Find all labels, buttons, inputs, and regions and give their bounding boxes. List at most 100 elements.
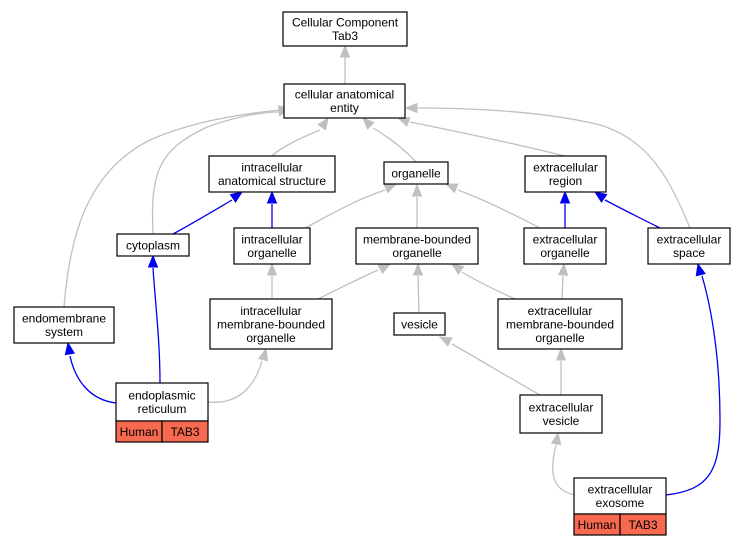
- node-box: [282, 11, 408, 47]
- arrowhead: [550, 431, 562, 446]
- edge-line: [271, 129, 321, 157]
- arrowhead: [555, 347, 567, 361]
- node-label-line: extracellular: [657, 233, 722, 247]
- edge-line: [561, 275, 564, 300]
- arrowhead: [383, 183, 398, 194]
- node-label-line: organelle: [391, 166, 441, 180]
- edge-ev-to-vesicle: [438, 336, 541, 396]
- arrowhead: [411, 183, 423, 197]
- edge-organelle-to-cae: [362, 117, 417, 163]
- node-cytoplasm[interactable]: cytoplasm: [116, 233, 190, 257]
- node-label-line: organelle: [247, 246, 297, 260]
- edge-io-to-ias: [266, 190, 278, 228]
- node-box: [523, 227, 607, 265]
- edge-cytoplasm-to-ias: [172, 191, 244, 235]
- arrowhead: [266, 190, 278, 204]
- arrowhead: [559, 190, 571, 204]
- node-label-line: Cellular Component: [292, 16, 399, 30]
- edge-ems-to-cae: [63, 105, 292, 308]
- edge-line: [417, 275, 420, 314]
- node-label-line: intracellular: [241, 233, 302, 247]
- arrowhead: [557, 262, 569, 276]
- node-box: [519, 394, 603, 434]
- edge-line: [604, 199, 661, 229]
- annotation-label: TAB3: [170, 425, 199, 439]
- node-box: [383, 161, 449, 185]
- edge-line: [665, 275, 721, 496]
- edge-line: [63, 109, 281, 308]
- edge-imbo-to-mbo: [317, 263, 392, 300]
- arrowhead: [412, 262, 424, 276]
- node-label-line: extracellular: [529, 401, 594, 415]
- node-box: [393, 312, 446, 336]
- arrowhead: [229, 191, 244, 203]
- node-label-line: extracellular: [588, 483, 653, 497]
- edge-vesicle-to-mbo: [412, 262, 424, 314]
- node-box: [647, 227, 731, 265]
- edge-es-to-er_region: [593, 191, 661, 229]
- node-label-line: extracellular: [528, 304, 593, 318]
- node-box: [355, 227, 479, 265]
- edge-line: [372, 127, 417, 163]
- node-label-line: Tab3: [332, 29, 358, 43]
- node-vesicle[interactable]: vesicle: [393, 312, 446, 336]
- edge-er-to-ems: [64, 341, 117, 404]
- node-label-line: exosome: [596, 496, 645, 510]
- arrowhead: [317, 116, 329, 131]
- edge-ias-to-cae: [271, 116, 329, 157]
- edge-line: [457, 189, 541, 229]
- node-label-line: extracellular: [533, 161, 598, 175]
- node-label-line: reticulum: [138, 402, 187, 416]
- node-box: [524, 155, 607, 193]
- arrowhead: [593, 191, 608, 203]
- node-label-line: region: [549, 174, 582, 188]
- edge-es-to-cae: [404, 102, 691, 229]
- annotation-label: Human: [578, 518, 617, 532]
- edge-line: [461, 271, 516, 300]
- edge-eo-to-organelle: [444, 183, 541, 229]
- edge-line: [417, 107, 691, 229]
- edge-line: [69, 355, 117, 404]
- edge-line: [172, 199, 233, 235]
- arrowhead: [266, 262, 278, 276]
- node-label-line: membrane-bounded: [506, 317, 614, 331]
- node-organelle[interactable]: organelle: [383, 161, 449, 185]
- edge-line: [151, 111, 281, 235]
- edges-layer: [63, 44, 721, 496]
- edge-exo-to-ev: [550, 431, 576, 496]
- arrowhead: [362, 117, 375, 130]
- node-box: [497, 298, 623, 350]
- node-label-line: intracellular: [241, 161, 302, 175]
- node-label-line: space: [673, 246, 705, 260]
- arrowhead: [377, 263, 392, 275]
- edge-line: [304, 189, 386, 229]
- node-label-line: organelle: [535, 331, 585, 345]
- edge-line: [207, 360, 263, 403]
- edge-mbo-to-organelle: [411, 183, 423, 228]
- node-label-line: cellular anatomical: [295, 88, 394, 102]
- arrowhead: [257, 347, 269, 362]
- node-label-line: organelle: [246, 331, 296, 345]
- node-label-line: entity: [330, 101, 359, 115]
- node-box: [115, 382, 209, 422]
- arrowhead: [396, 117, 411, 127]
- node-label-line: cytoplasm: [126, 238, 180, 252]
- edge-er_region-to-cae: [396, 117, 566, 157]
- edge-ev-to-embo: [555, 347, 567, 395]
